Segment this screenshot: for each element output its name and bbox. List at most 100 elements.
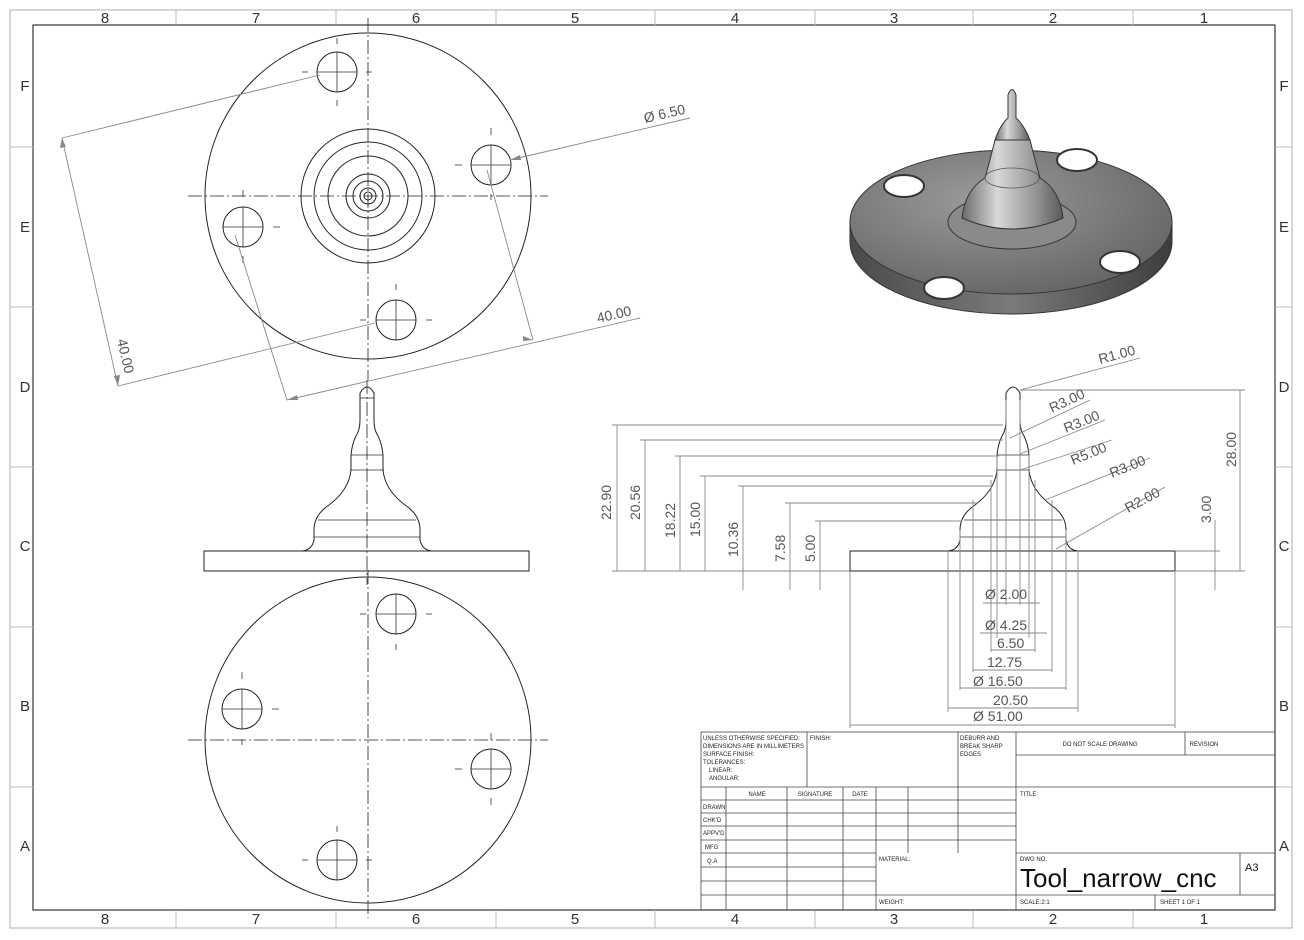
dim-height-flange: 3.00 xyxy=(1198,496,1214,523)
tb-role-mfg: MFG xyxy=(705,845,719,851)
dim-height-15-00: 15.00 xyxy=(687,502,703,537)
tb-note-6: ANGULAR: xyxy=(709,776,740,782)
dim-width-dia-16-50: Ø 16.50 xyxy=(973,673,1023,689)
iso-hole-3 xyxy=(1099,250,1141,274)
zone-col-5-top: 5 xyxy=(571,10,579,27)
tb-sheet: SHEET 1 OF 1 xyxy=(1160,900,1201,906)
tb-role-checked: CHK'D xyxy=(703,818,722,824)
tb-col-date: DATE xyxy=(852,792,868,798)
zone-col-3-bottom: 3 xyxy=(890,911,898,928)
zone-col-5-bottom: 5 xyxy=(571,911,579,928)
tb-role-qa: Q.A xyxy=(707,859,717,865)
dim-height-20-56: 20.56 xyxy=(627,485,643,520)
tb-sheet-size: A3 xyxy=(1245,862,1258,874)
tb-part-name: Tool_narrow_cnc xyxy=(1020,863,1217,893)
dim-width-6-50: 6.50 xyxy=(997,635,1024,651)
zone-row-a-right: A xyxy=(1279,838,1289,855)
tb-revision: REVISION xyxy=(1190,742,1219,748)
zone-col-1-bottom: 1 xyxy=(1200,911,1208,928)
bolt-hole-bottom-1 xyxy=(360,593,432,650)
tb-note-5: LINEAR: xyxy=(709,768,733,774)
tb-weight: WEIGHT: xyxy=(879,900,904,906)
zone-row-b-right: B xyxy=(1279,698,1289,715)
zone-col-7-bottom: 7 xyxy=(252,911,260,928)
tb-deburr-3: EDGES xyxy=(960,752,981,758)
zone-col-4-bottom: 4 xyxy=(731,911,739,928)
zone-col-1-top: 1 xyxy=(1200,10,1208,27)
dim-width-dia-4-25: Ø 4.25 xyxy=(985,617,1027,633)
tb-dwg-no: DWG NO. xyxy=(1020,857,1047,863)
outer-border xyxy=(9,9,1293,929)
zone-markers: 8 7 6 5 4 3 2 1 8 7 6 5 4 3 2 1 F E D C … xyxy=(10,10,1292,928)
tb-material: MATERIAL: xyxy=(879,857,911,863)
dim-height-5-00: 5.00 xyxy=(802,535,818,562)
dim-bolt-spacing-horizontal: 40.00 xyxy=(595,302,633,326)
iso-hole-1 xyxy=(883,174,925,198)
front-view xyxy=(203,380,530,585)
bolt-hole-bottom-3 xyxy=(455,733,512,805)
zone-col-8-top: 8 xyxy=(101,10,109,27)
bolt-hole-bottom-4 xyxy=(302,826,372,881)
zone-row-d-right: D xyxy=(1279,379,1290,396)
dim-radius-r3-c: R3.00 xyxy=(1107,452,1148,481)
zone-row-d-left: D xyxy=(20,379,31,396)
dim-height-18-22: 18.22 xyxy=(662,503,678,538)
dim-width-20-50: 20.50 xyxy=(993,692,1028,708)
zone-col-6-bottom: 6 xyxy=(412,911,420,928)
zone-row-e-left: E xyxy=(20,219,30,236)
bolt-hole-top-2 xyxy=(455,128,512,200)
zone-col-3-top: 3 xyxy=(890,10,898,27)
tb-note-4: TOLERANCES: xyxy=(703,760,746,766)
title-block: UNLESS OTHERWISE SPECIFIED: DIMENSIONS A… xyxy=(700,731,1276,911)
zone-col-4-top: 4 xyxy=(731,10,739,27)
dim-height-total: 28.00 xyxy=(1223,432,1239,467)
bolt-hole-bottom-2 xyxy=(221,672,279,745)
zone-row-c-left: C xyxy=(20,538,31,555)
section-view: 22.90 20.56 18.22 15.00 10.36 7.58 5.00 … xyxy=(598,342,1245,728)
tb-note-3: SURFACE FINISH: xyxy=(703,752,755,758)
tb-finish: FINISH: xyxy=(810,736,832,742)
zone-row-f-left: F xyxy=(20,78,29,95)
zone-row-a-left: A xyxy=(20,838,30,855)
dim-height-10-36: 10.36 xyxy=(725,522,741,557)
tb-deburr-1: DEBURR AND xyxy=(960,736,1000,742)
dim-height-7-58: 7.58 xyxy=(772,535,788,562)
bottom-view xyxy=(188,570,548,918)
tb-col-signature: SIGNATURE xyxy=(798,792,833,798)
dim-width-dia-51: Ø 51.00 xyxy=(973,708,1023,724)
top-view: Ø 6.50 40.00 40.00 xyxy=(60,18,691,401)
dim-bolt-spacing-vertical: 40.00 xyxy=(114,337,138,375)
bolt-hole-top-4 xyxy=(360,284,432,341)
isometric-view xyxy=(849,89,1173,315)
tb-note-1: UNLESS OTHERWISE SPECIFIED: xyxy=(703,736,800,742)
tb-deburr-2: BREAK SHARP xyxy=(960,744,1003,750)
zone-col-2-bottom: 2 xyxy=(1049,911,1057,928)
iso-hole-4 xyxy=(923,276,965,300)
dim-height-22-90: 22.90 xyxy=(598,485,614,520)
tb-role-drawn: DRAWN xyxy=(703,805,725,811)
tb-title-label: TITLE: xyxy=(1020,792,1038,798)
dim-width-12-75: 12.75 xyxy=(987,654,1022,670)
zone-row-e-right: E xyxy=(1279,219,1289,236)
zone-col-2-top: 2 xyxy=(1049,10,1057,27)
bolt-hole-top-1 xyxy=(302,38,372,106)
tb-scale: SCALE:2:1 xyxy=(1020,900,1050,906)
zone-col-7-top: 7 xyxy=(252,10,260,27)
iso-hole-2 xyxy=(1056,148,1098,172)
zone-col-6-top: 6 xyxy=(412,10,420,27)
dim-radius-r1: R1.00 xyxy=(1097,342,1137,367)
dim-width-dia-2: Ø 2.00 xyxy=(985,586,1027,602)
dim-radius-r2: R2.00 xyxy=(1122,484,1163,516)
tb-do-not-scale: DO NOT SCALE DRAWING xyxy=(1062,742,1137,748)
tb-role-approved: APPV'D xyxy=(703,831,725,837)
zone-row-f-right: F xyxy=(1279,78,1288,95)
tb-note-2: DIMENSIONS ARE IN MILLIMETERS xyxy=(703,744,804,750)
zone-row-c-right: C xyxy=(1279,538,1290,555)
dim-hole-diameter: Ø 6.50 xyxy=(642,101,687,126)
zone-row-b-left: B xyxy=(20,698,30,715)
bolt-hole-top-3 xyxy=(222,190,280,263)
tb-col-name: NAME xyxy=(748,792,765,798)
zone-col-8-bottom: 8 xyxy=(101,911,109,928)
dim-radius-r5: R5.00 xyxy=(1068,439,1109,468)
